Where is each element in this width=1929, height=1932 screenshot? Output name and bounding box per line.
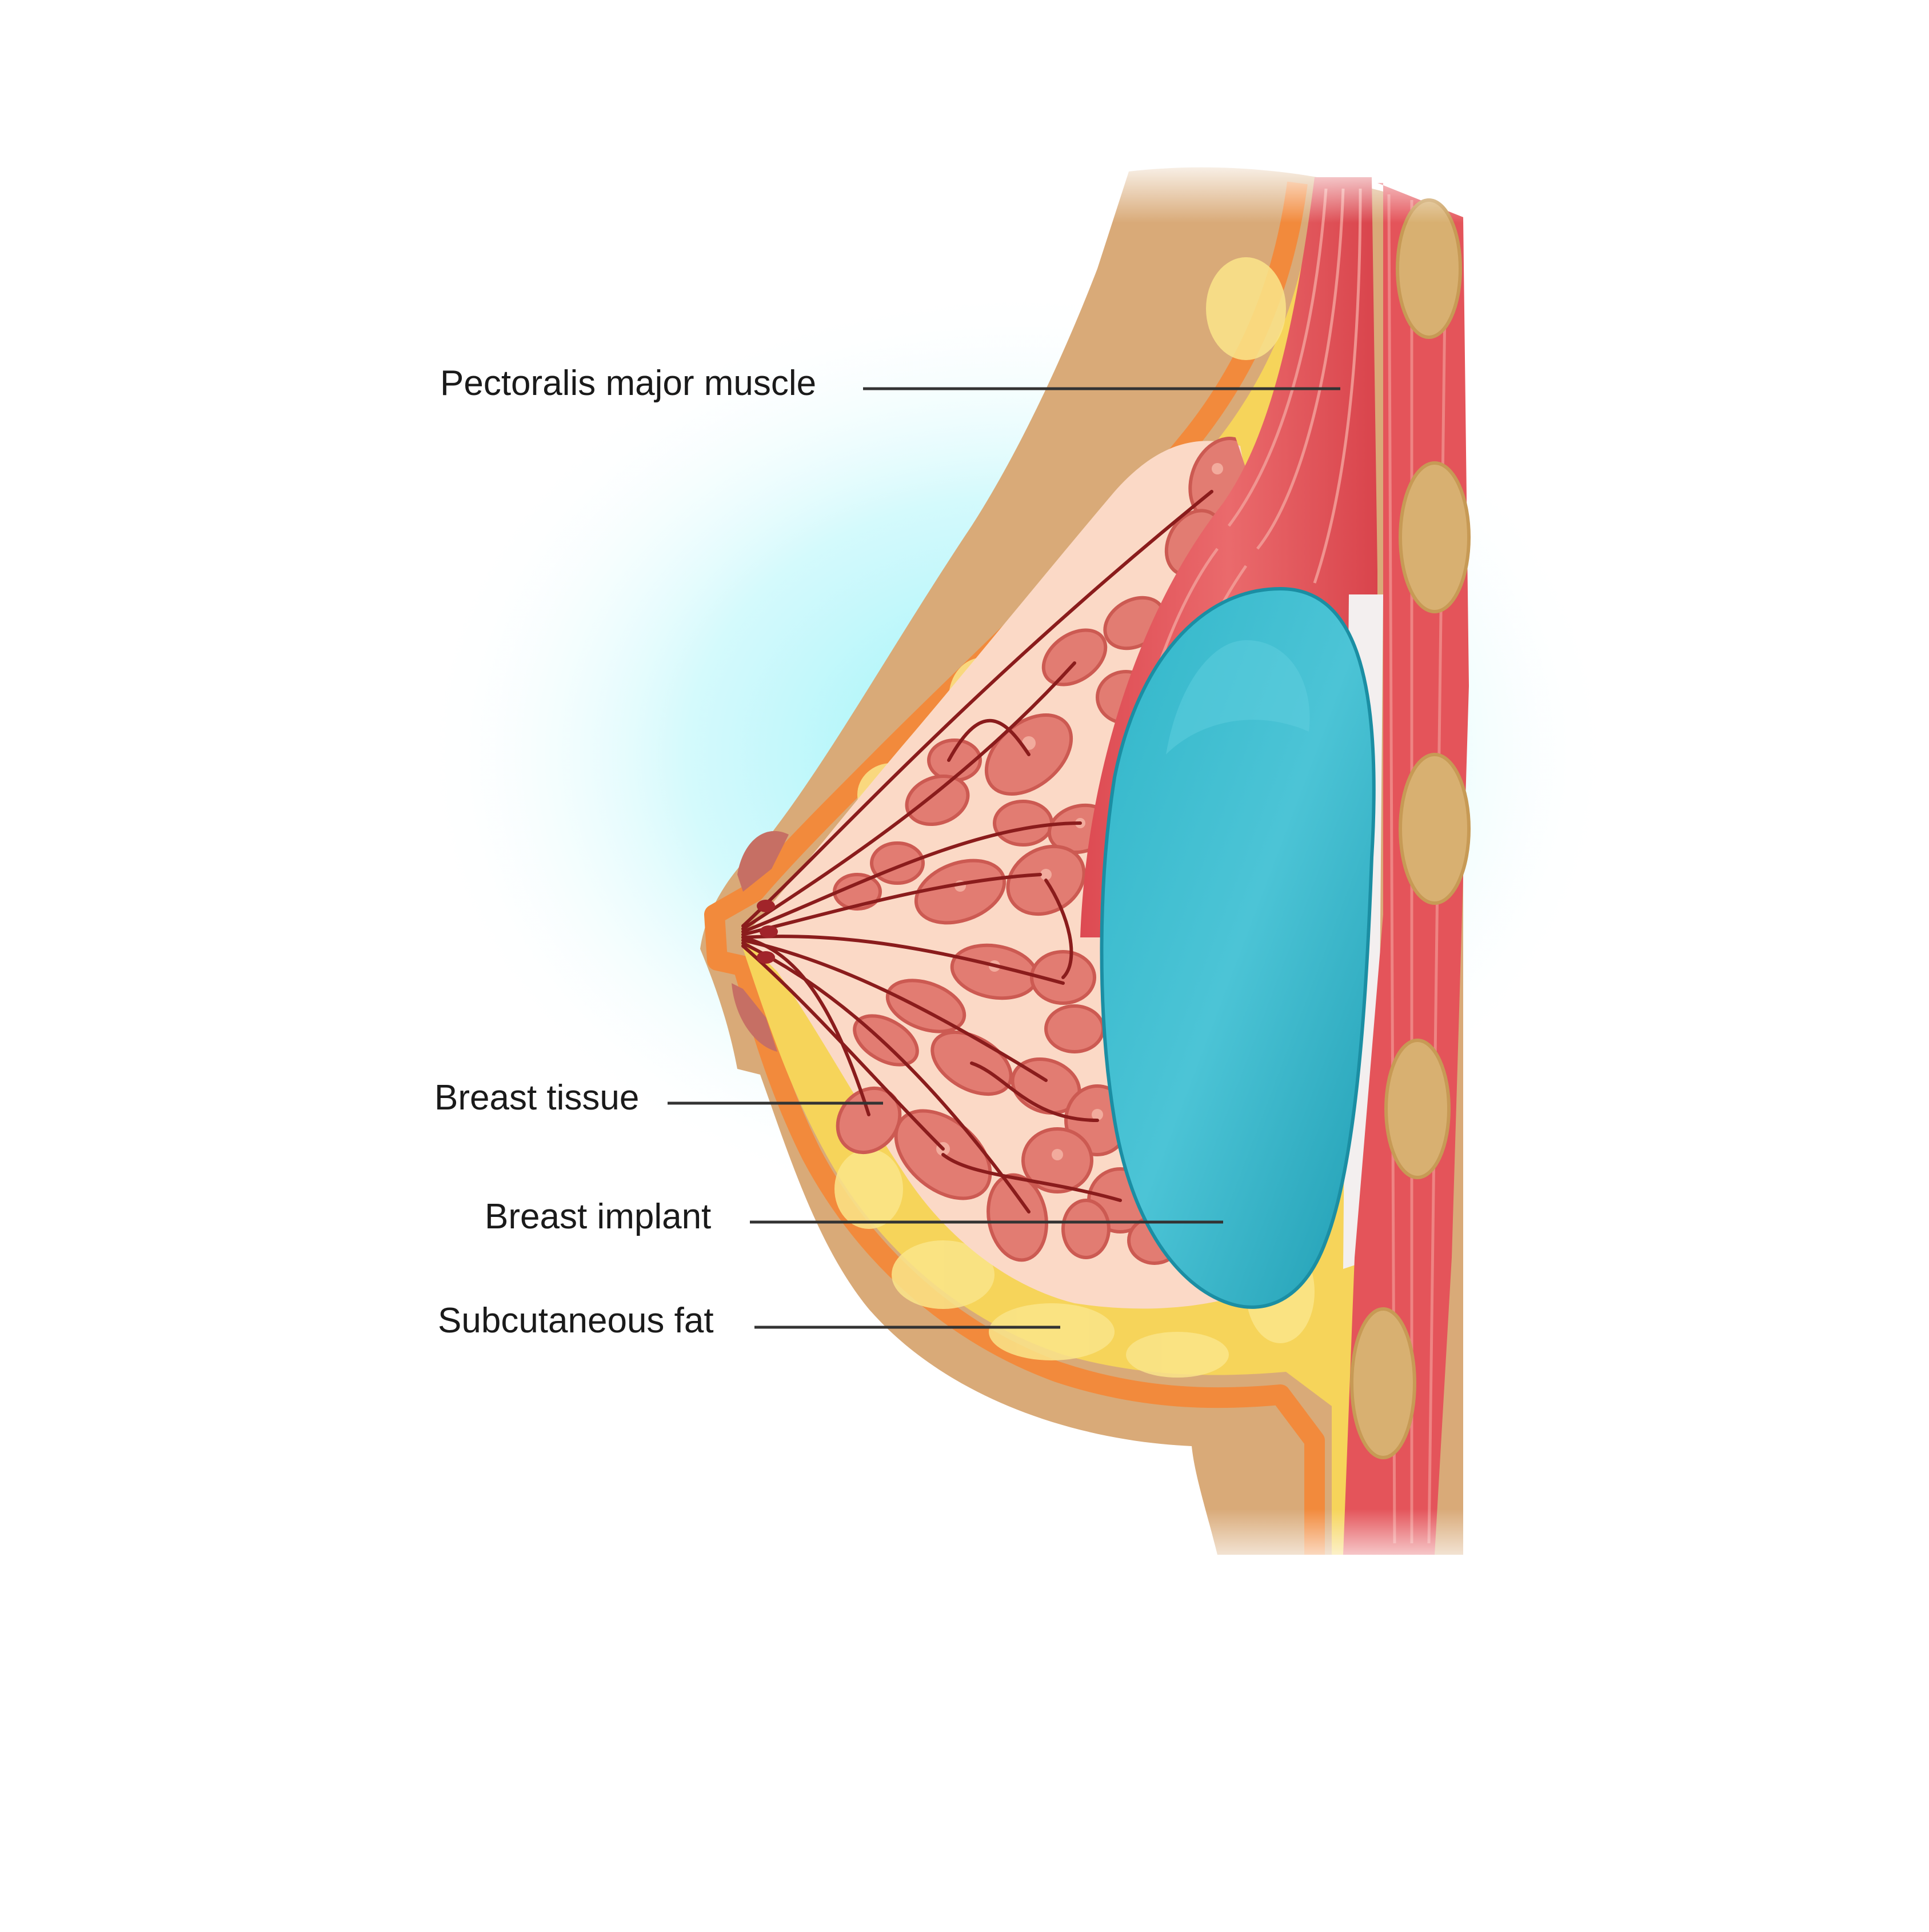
leader-lines xyxy=(668,387,1340,1329)
pectoralis-major-muscle xyxy=(1080,177,1377,937)
milk-ducts xyxy=(741,490,1213,1214)
top-fade xyxy=(1086,154,1486,223)
duct-openings xyxy=(757,900,778,964)
ribs xyxy=(1350,198,1471,1459)
bottom-fade xyxy=(1172,1509,1515,1578)
label-subcutaneous-fat: Subcutaneous fat xyxy=(438,1301,714,1340)
areola xyxy=(737,831,789,892)
areola-lower xyxy=(732,983,777,1052)
label-pectoralis-major-muscle: Pectoralis major muscle xyxy=(440,364,817,403)
breast-implant xyxy=(1100,586,1376,1309)
label-breast-implant: Breast implant xyxy=(485,1197,712,1236)
implant-highlight xyxy=(1166,640,1310,755)
label-breast-tissue: Breast tissue xyxy=(434,1078,640,1117)
dermis-line xyxy=(704,181,1325,1555)
